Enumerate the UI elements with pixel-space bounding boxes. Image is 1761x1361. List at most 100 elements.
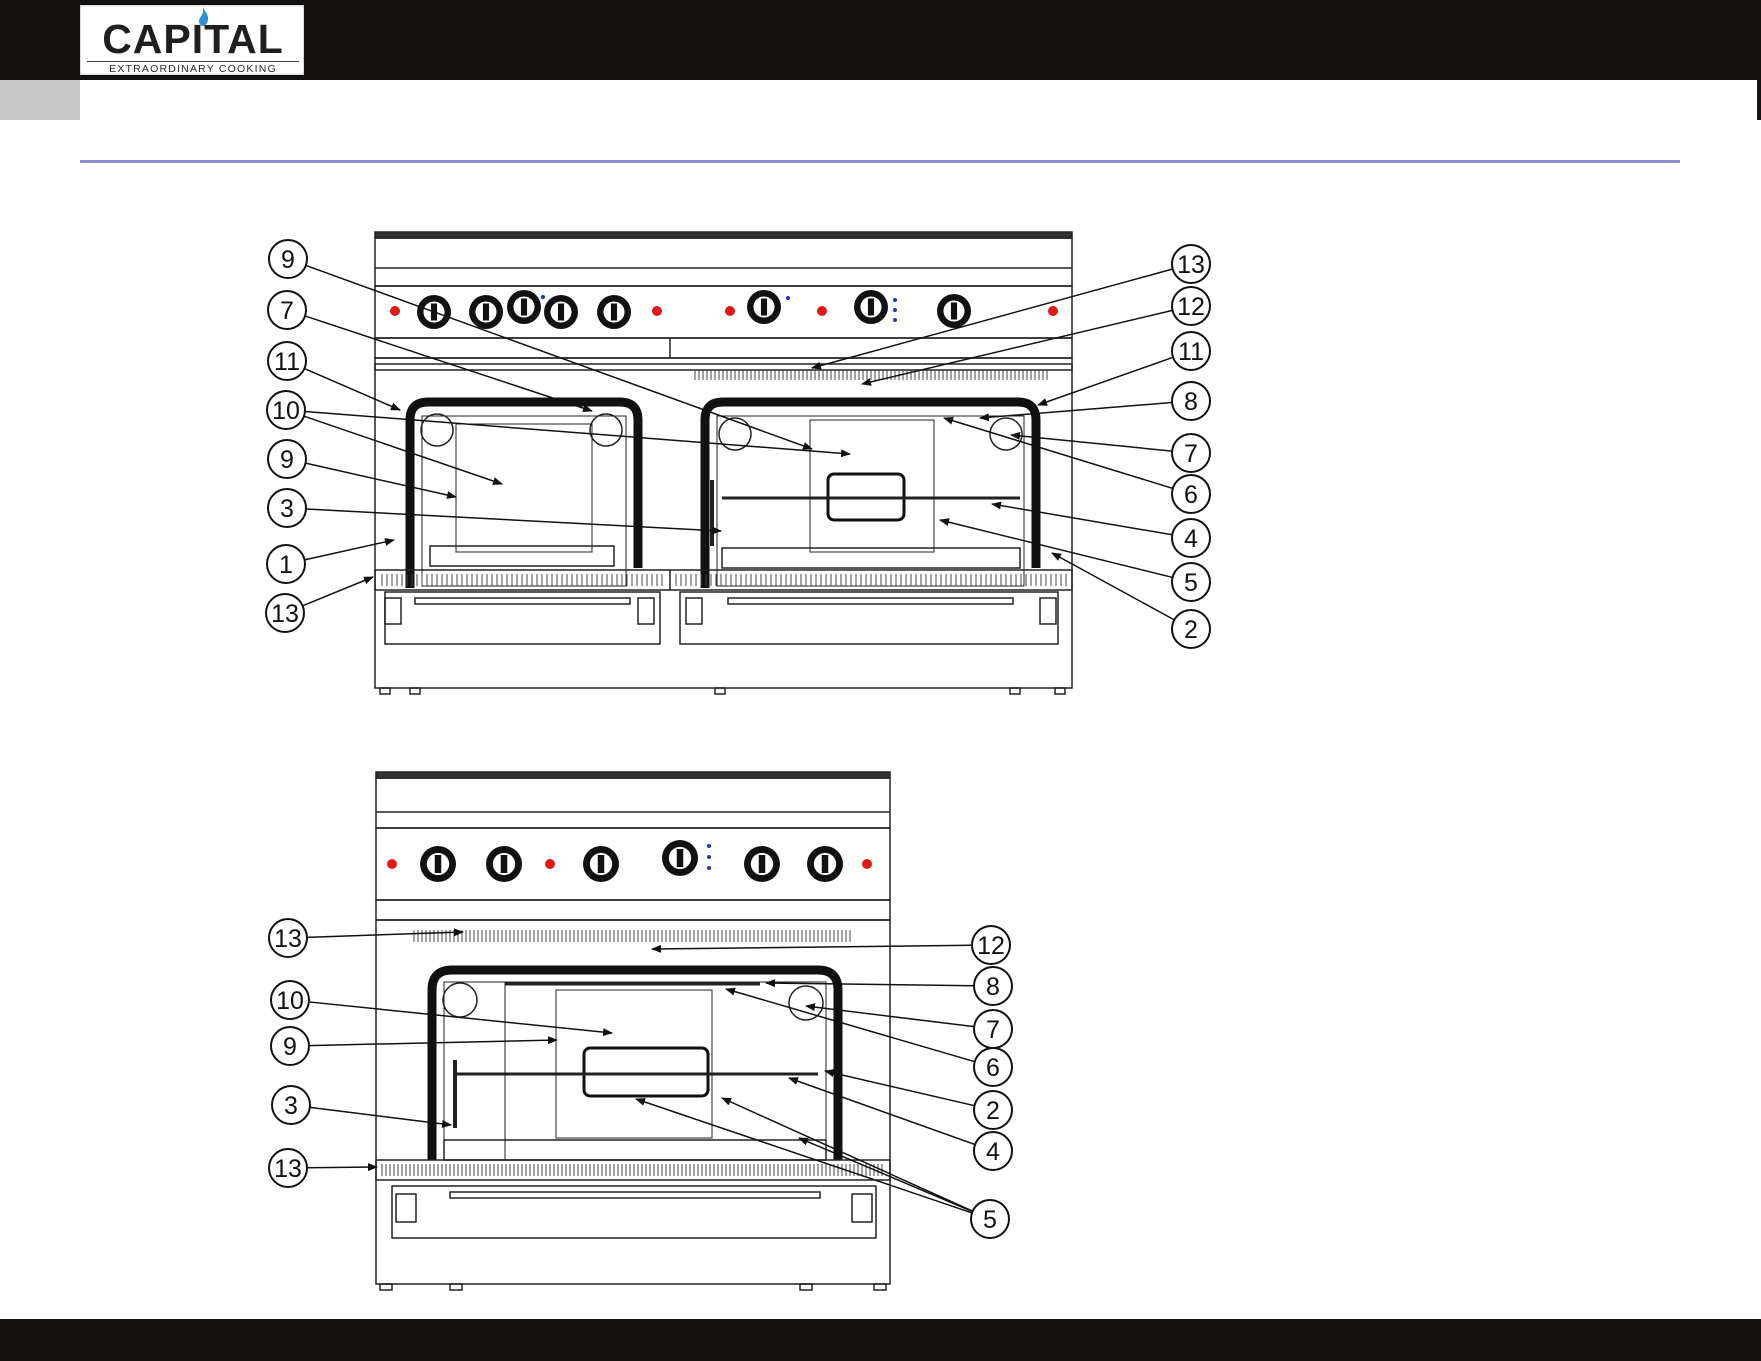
callout-label: 9 (283, 1033, 297, 1061)
callout-label: 13 (271, 600, 299, 628)
callout-label: 12 (977, 932, 1005, 960)
knob (854, 290, 888, 324)
leader-line (304, 369, 400, 410)
leader-line (862, 310, 1173, 384)
callout-label: 5 (983, 1206, 997, 1234)
callout: 3 (268, 489, 721, 531)
callout-label: 4 (986, 1138, 1000, 1166)
callout-label: 13 (1177, 251, 1205, 279)
blue-marker (707, 866, 711, 870)
leader-line (766, 983, 974, 986)
blue-marker (893, 298, 897, 302)
blue-marker (893, 318, 897, 322)
callout: 9 (269, 240, 812, 449)
vent-slots (414, 930, 850, 942)
red-indicator (390, 306, 400, 316)
callout: 13 (266, 577, 373, 632)
red-indicator (545, 859, 555, 869)
leader-line (306, 509, 721, 531)
door-vent-strip (382, 574, 1066, 586)
callout: 7 (1011, 434, 1210, 472)
knob (583, 846, 619, 882)
knob (597, 295, 631, 329)
red-indicator (862, 859, 872, 869)
leader-line (789, 1078, 975, 1145)
leader-line (944, 418, 1173, 488)
callout-label: 8 (986, 973, 1000, 1001)
leader-line (825, 1071, 974, 1106)
leader-line (307, 932, 463, 937)
callout-label: 3 (280, 495, 294, 523)
blue-marker (541, 295, 545, 299)
blue-marker (707, 855, 711, 859)
callout-label: 11 (274, 348, 300, 376)
callout-label: 13 (274, 925, 302, 953)
callout-label: 6 (986, 1054, 1000, 1082)
leader-line (799, 1138, 973, 1212)
single-oven-range-diagram (376, 772, 890, 1290)
knob (544, 295, 578, 329)
callout-label: 9 (281, 246, 295, 274)
knob (747, 290, 781, 324)
bottom-control-knobs (387, 840, 872, 882)
leader-line (303, 577, 373, 606)
callout-label: 10 (276, 987, 304, 1015)
leader-line (309, 1002, 612, 1033)
knob (420, 846, 456, 882)
knob (486, 846, 522, 882)
knob (937, 294, 971, 328)
knob (807, 846, 843, 882)
callout-label: 7 (986, 1016, 1000, 1044)
red-indicator (817, 306, 827, 316)
knob (744, 846, 780, 882)
footer-bar (0, 1319, 1761, 1361)
callout: 4 (789, 1078, 1012, 1170)
callout-label: 3 (284, 1092, 298, 1120)
door-vent-strip (382, 1164, 882, 1176)
callout-label: 9 (280, 446, 294, 474)
top-control-knobs (390, 290, 1058, 329)
leader-line (722, 1098, 973, 1211)
leader-line (306, 463, 456, 497)
blue-marker (893, 308, 897, 312)
leader-line (306, 265, 812, 449)
red-indicator (725, 306, 735, 316)
leader-line (992, 504, 1172, 535)
callout-label: 7 (1184, 440, 1198, 468)
callout: 9 (271, 1027, 557, 1065)
callout-label: 4 (1184, 525, 1198, 553)
callout: 9 (268, 440, 456, 497)
callout-label: 1 (279, 551, 293, 579)
blue-marker (786, 296, 790, 300)
callout-label: 7 (280, 297, 294, 325)
callout-label: 2 (1184, 616, 1198, 644)
callout-label: 13 (274, 1155, 302, 1183)
red-indicator (652, 306, 662, 316)
leader-line (726, 989, 975, 1062)
callout: 13 (269, 1149, 377, 1187)
leader-line (652, 945, 972, 949)
callout: 5 (940, 520, 1210, 601)
callout-label: 6 (1184, 481, 1198, 509)
blue-marker (707, 844, 711, 848)
callout: 6 (726, 989, 1012, 1086)
leader-line (307, 1167, 377, 1168)
callout-label: 2 (986, 1097, 1000, 1125)
leader-line (304, 416, 502, 484)
red-indicator (1048, 306, 1058, 316)
knob (662, 840, 698, 876)
leader-line (305, 540, 394, 560)
callout-label: 5 (1184, 569, 1198, 597)
leader-line (636, 1099, 972, 1213)
vent-slots (695, 370, 1047, 380)
callout-label: 8 (1184, 388, 1198, 416)
red-indicator (387, 859, 397, 869)
knob (507, 290, 541, 324)
callout: 3 (272, 1086, 451, 1125)
callout-label: 11 (1178, 338, 1204, 366)
knob (469, 295, 503, 329)
callout-label: 12 (1177, 293, 1205, 321)
callout: 4 (992, 504, 1210, 557)
